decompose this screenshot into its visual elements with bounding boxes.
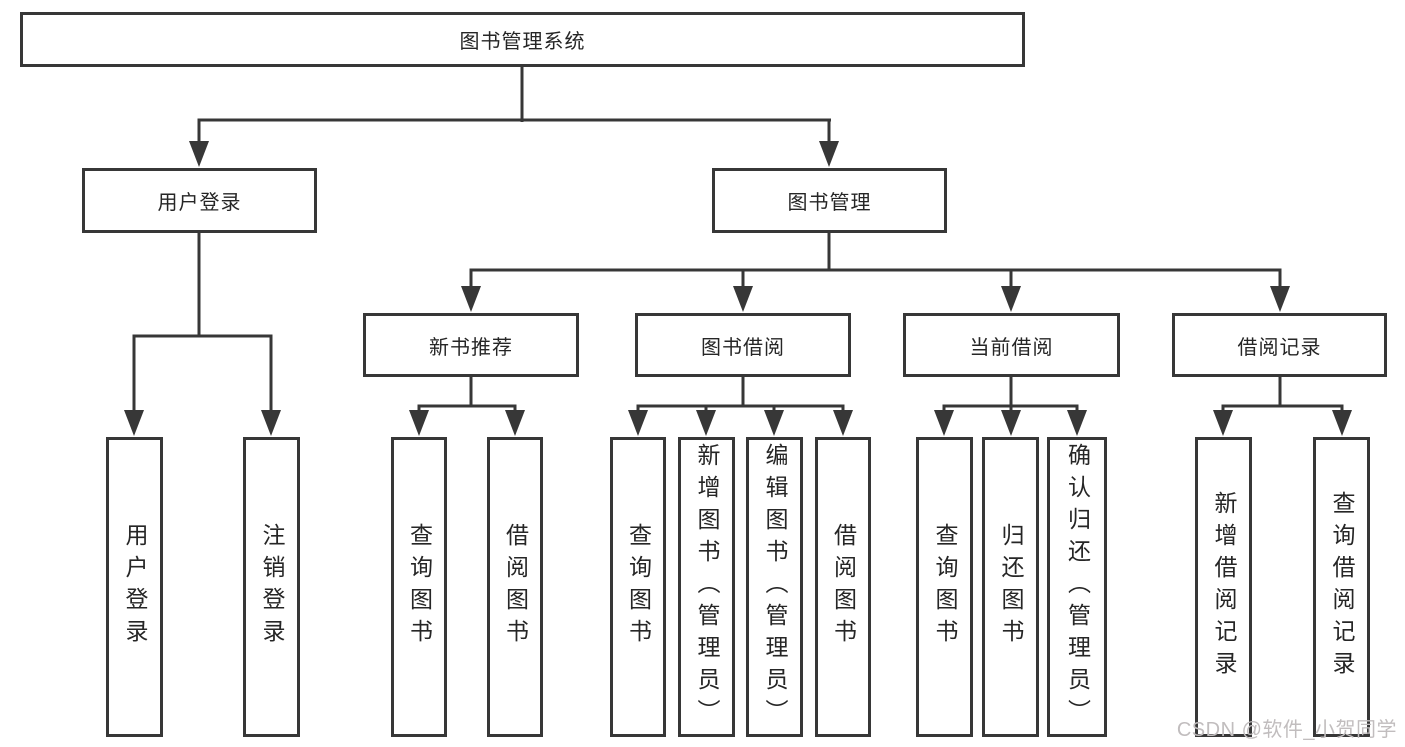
leaf-current-return-books-label: 归还图书 (998, 523, 1024, 651)
leaf-borrow-add-books-admin: 新增图书（管理员） (678, 437, 735, 737)
leaf-borrow-query-books-label: 查询图书 (625, 523, 652, 651)
leaf-newbooks-query-books-label: 查询图书 (406, 523, 433, 651)
node-new-book-recommend-label: 新书推荐 (429, 336, 513, 359)
leaf-newbooks-borrow-books-label: 借阅图书 (502, 523, 529, 651)
leaf-records-query-record-label: 查询借阅记录 (1329, 491, 1355, 683)
node-borrow-records-label: 借阅记录 (1237, 336, 1322, 359)
leaf-records-query-record: 查询借阅记录 (1313, 437, 1370, 737)
leaf-current-return-books: 归还图书 (982, 437, 1039, 737)
node-root-label: 图书管理系统 (459, 31, 586, 53)
node-borrow-records: 借阅记录 (1172, 313, 1387, 377)
node-root-system: 图书管理系统 (20, 12, 1025, 67)
leaf-current-confirm-return-admin-label: 确认归还（管理员） (1064, 443, 1091, 731)
connector-bookborrow-to-leaves (628, 377, 853, 436)
leaf-borrow-borrow-books: 借阅图书 (815, 437, 871, 737)
leaf-current-query-books: 查询图书 (916, 437, 973, 737)
node-new-book-recommend: 新书推荐 (363, 313, 579, 377)
leaf-borrow-query-books: 查询图书 (610, 437, 666, 737)
leaf-records-add-record: 新增借阅记录 (1195, 437, 1252, 737)
leaf-borrow-edit-books-admin-label: 编辑图书（管理员） (762, 443, 788, 731)
connector-root-to-level2 (189, 67, 839, 167)
leaf-user-login: 用户登录 (106, 437, 163, 737)
node-book-borrow: 图书借阅 (635, 313, 851, 377)
leaf-user-login-label: 用户登录 (122, 523, 148, 651)
node-book-management: 图书管理 (712, 168, 947, 233)
node-current-borrow: 当前借阅 (903, 313, 1120, 377)
connector-bookmgmt-to-level3 (461, 233, 1290, 312)
csdn-watermark: CSDN @软件_小贺同学 (1176, 719, 1397, 741)
node-user-login-label: 用户登录 (157, 192, 242, 214)
leaf-borrow-edit-books-admin: 编辑图书（管理员） (746, 437, 803, 737)
leaf-current-confirm-return-admin: 确认归还（管理员） (1047, 437, 1107, 737)
leaf-borrow-borrow-books-label: 借阅图书 (830, 523, 857, 651)
connector-currentborrow-to-leaves (934, 377, 1087, 436)
connector-userlogin-to-leaves (124, 233, 281, 436)
leaf-borrow-add-books-admin-label: 新增图书（管理员） (694, 443, 720, 731)
node-book-borrow-label: 图书借阅 (701, 336, 785, 359)
leaf-current-query-books-label: 查询图书 (932, 523, 958, 651)
connector-borrowrecords-to-leaves (1213, 377, 1352, 436)
connector-newbooks-to-leaves (409, 377, 525, 436)
node-user-login: 用户登录 (82, 168, 317, 233)
leaf-logout: 注销登录 (243, 437, 300, 737)
leaf-newbooks-query-books: 查询图书 (391, 437, 447, 737)
leaf-newbooks-borrow-books: 借阅图书 (487, 437, 543, 737)
node-book-management-label: 图书管理 (787, 192, 872, 214)
node-current-borrow-label: 当前借阅 (969, 336, 1054, 359)
leaf-records-add-record-label: 新增借阅记录 (1211, 491, 1237, 683)
leaf-logout-label: 注销登录 (259, 523, 285, 651)
